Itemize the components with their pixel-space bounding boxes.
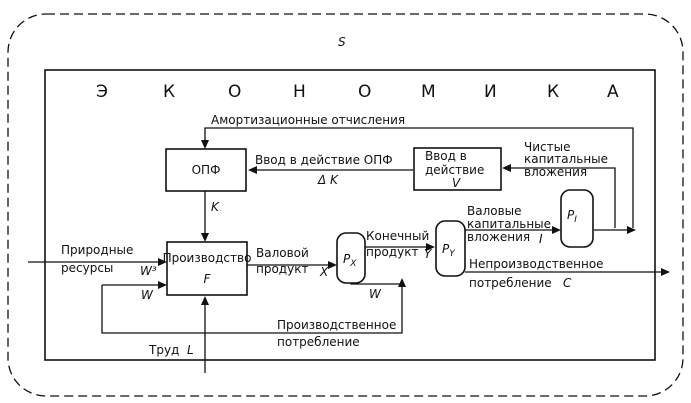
amortization-line — [204, 127, 634, 228]
production-box — [166, 241, 248, 296]
labor-label: Труд — [148, 343, 179, 357]
input-box — [413, 147, 502, 191]
arrowhead — [158, 281, 167, 289]
commissioning-label: Ввод в действие ОПФ — [255, 153, 393, 167]
gross-product-label-2: продукт — [256, 262, 308, 276]
economy-boundary — [44, 69, 656, 361]
natural-resources-label-1: Природные — [61, 243, 133, 257]
system-boundary — [7, 13, 684, 397]
opf-box — [165, 148, 247, 192]
economy-letter: К — [547, 82, 559, 102]
net-investment-label-3: вложения — [524, 165, 587, 179]
pi-label: PI — [567, 208, 577, 225]
final-product-label-2: продукт — [366, 245, 418, 259]
arrowhead — [328, 261, 337, 269]
economy-letter: Н — [293, 82, 306, 102]
py-label: PY — [442, 242, 456, 259]
k-label: K — [211, 200, 220, 214]
arrowhead — [158, 258, 167, 266]
economy-letter: И — [484, 82, 497, 102]
pi-box — [560, 189, 594, 248]
net-investment-label-2: капитальные — [524, 152, 608, 166]
gross-investment-label-3: вложения — [467, 230, 530, 244]
productive-consumption-line — [101, 283, 403, 334]
px-box — [336, 232, 366, 284]
x-label: X — [319, 265, 329, 279]
input-symbol: V — [452, 176, 461, 190]
arrowhead — [201, 233, 209, 242]
arrowhead — [201, 296, 209, 305]
production-symbol: F — [204, 272, 212, 286]
natural-resources-label-2: ресурсы — [61, 261, 113, 275]
w-bottom-label: W — [369, 287, 382, 301]
gross-investment-label-1: Валовые — [467, 204, 522, 218]
px-label: PX — [343, 252, 357, 269]
productive-consumption-label-2: потребление — [277, 335, 360, 349]
arrowhead — [426, 243, 435, 251]
w3-label: W³ — [140, 264, 157, 278]
economy-letter: Э — [96, 82, 108, 102]
delta-k-label: Δ K — [317, 173, 339, 187]
arrowhead — [201, 140, 209, 149]
y-label: Y — [424, 247, 433, 261]
final-product-label-1: Конечный — [366, 229, 429, 243]
arrowhead — [627, 226, 636, 234]
nonproductive-label-2: потребление — [469, 276, 552, 290]
gross-product-label-1: Валовой — [256, 246, 309, 260]
arrowhead — [248, 166, 257, 174]
production-title: Производство — [163, 251, 252, 265]
opf-label: ОПФ — [192, 163, 221, 177]
net-investment-label-1: Чистые — [524, 140, 570, 154]
input-line2: действие — [425, 163, 484, 177]
economy-letter: К — [163, 82, 175, 102]
c-label: C — [563, 276, 572, 290]
economy-title: Э К О Н О М И К А — [96, 82, 619, 102]
amortization-label: Амортизационные отчисления — [211, 113, 405, 127]
py-box — [435, 220, 466, 277]
economy-letter: А — [607, 82, 619, 102]
economy-letter: О — [358, 82, 371, 102]
arrowhead — [398, 278, 406, 287]
system-label: S — [338, 35, 346, 49]
productive-consumption-label-1: Производственное — [277, 318, 396, 332]
net-investment-line — [509, 167, 616, 228]
i-label: I — [539, 232, 543, 246]
arrowhead — [661, 268, 670, 276]
nonproductive-label-1: Непроизводственное — [469, 257, 604, 271]
economy-letter: М — [421, 82, 436, 102]
gross-investment-label-2: капитальные — [467, 217, 551, 231]
arrowhead — [552, 226, 561, 234]
economy-letter: О — [228, 82, 241, 102]
input-line1: Ввод в — [425, 149, 467, 163]
w-label: W — [141, 288, 154, 302]
l-label: L — [187, 343, 194, 357]
arrowhead — [502, 164, 511, 172]
